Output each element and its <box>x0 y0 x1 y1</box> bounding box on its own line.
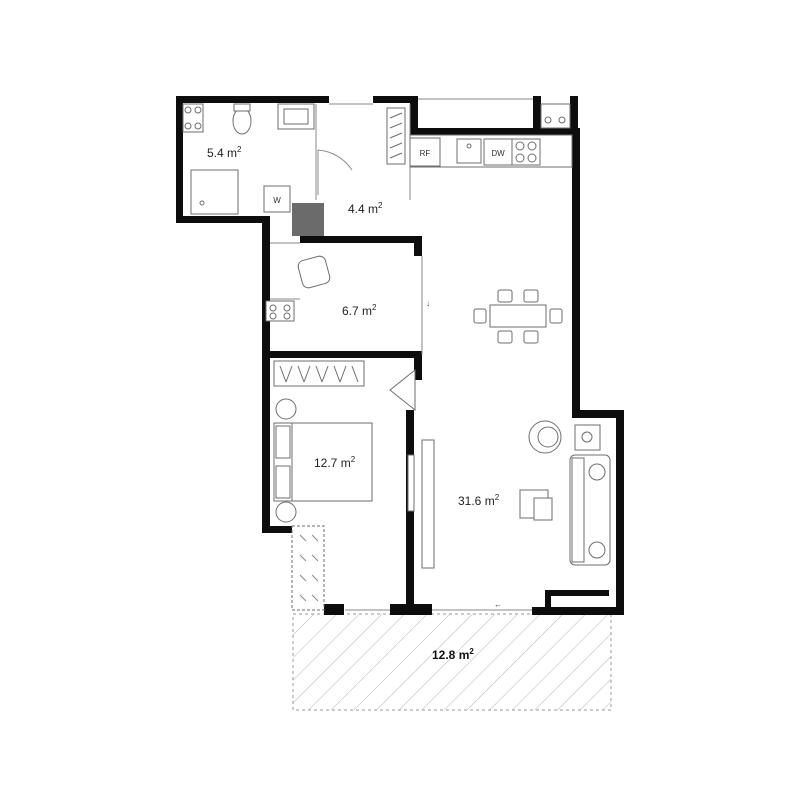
area-label-living-room: 31.6 m2 <box>458 493 500 508</box>
cooktop-icon <box>511 138 541 166</box>
area-label-hall: 4.4 m2 <box>348 201 383 216</box>
balcony-strip <box>291 525 325 611</box>
terrace <box>292 613 612 711</box>
area-label-terrace: 12.8 m2 <box>432 647 474 662</box>
bedroom-tv-icon <box>407 454 415 512</box>
dishwasher-icon <box>483 138 513 166</box>
dishwasher-label: DW <box>491 149 505 158</box>
dining-table <box>473 289 563 344</box>
tv-cabinet <box>421 439 435 569</box>
fridge-icon <box>409 137 441 167</box>
bedroom-fixtures <box>273 360 435 569</box>
toilet-icon <box>232 107 252 135</box>
fridge-label: RF <box>420 149 431 158</box>
table-icon <box>489 304 547 328</box>
armchair-icon <box>297 255 331 289</box>
door-arrow-small-room: ↓ <box>426 299 430 308</box>
hall-fixtures <box>317 107 406 195</box>
terrace-hatch <box>292 613 612 711</box>
area-labels: 5.4 m2 4.4 m2 6.7 m2 12.7 m2 31.6 m2 12.… <box>207 145 500 662</box>
washer-icon <box>263 185 291 213</box>
kitchen: RF DW <box>409 103 573 168</box>
area-label-bathroom: 5.4 m2 <box>207 145 242 160</box>
small-room-fixtures: ↓ <box>265 255 430 322</box>
radiator-icon <box>540 103 571 129</box>
bedroom-balcony <box>291 525 325 611</box>
door-arrow-terrace: ← <box>494 600 502 609</box>
bathroom-fixtures: W <box>182 103 315 215</box>
nightstand-icon <box>275 398 297 420</box>
washer-label: W <box>273 196 281 205</box>
walls <box>176 96 624 615</box>
hall-door-swing <box>317 149 353 171</box>
kitchen-sink-icon <box>456 138 482 164</box>
shower-tray-icon <box>190 169 239 215</box>
bedroom-door-icon <box>389 368 416 412</box>
living-furniture <box>519 420 611 566</box>
area-label-bedroom: 12.7 m2 <box>314 455 356 470</box>
area-label-small-room: 6.7 m2 <box>342 303 377 318</box>
service-shaft <box>292 203 324 236</box>
